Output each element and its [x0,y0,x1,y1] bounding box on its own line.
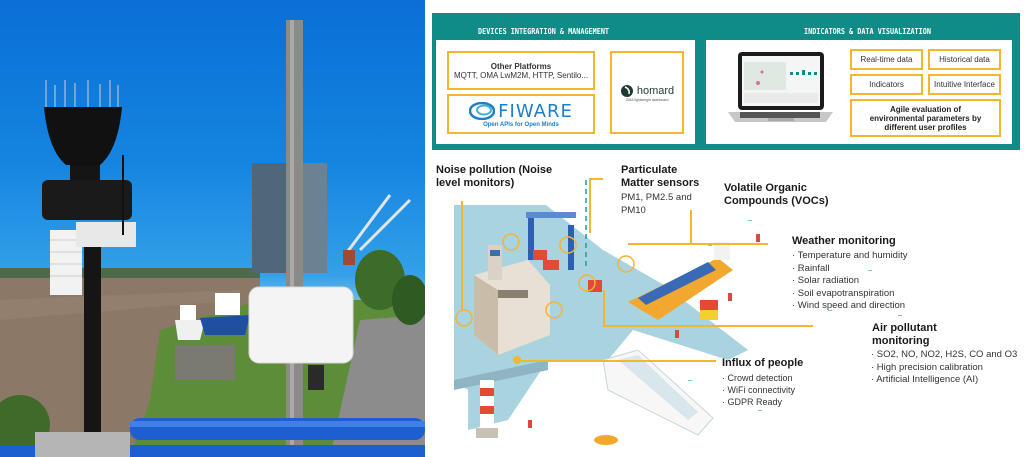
voc-leader-line [690,210,692,243]
people-leader-line [520,360,716,362]
air-leader-v [603,290,605,326]
particulate-leader-h [589,178,603,180]
feature-intuitive-interface: Intuitive Interface [928,74,1001,95]
air-callout-title: Air pollutant monitoring [872,322,937,347]
homard-logo-icon [620,84,633,97]
indicators-section-title: INDICATORS & DATA VISUALIZATION [804,27,931,36]
homard-tagline: OMA lightweight dashboard [625,97,669,102]
fiware-name: FIWARE [498,100,573,122]
weather-callout-items: · Temperature and humidity · Rainfall · … [792,250,908,311]
homard-box: homard OMA lightweight dashboard [610,51,684,134]
air-callout-items: · SO2, NO, NO2, H2S, CO and O3 · High pr… [871,349,1018,385]
devices-panel: Other Platforms MQTT, OMA LwM2M, HTTP, S… [436,40,695,144]
summary-box: Agile evaluation of environmental parame… [850,99,1001,137]
other-platforms-protocols: MQTT, OMA LwM2M, HTTP, Sentilo... [453,70,589,80]
fiware-logo-icon [469,102,496,120]
laptop-dashboard-illustration [728,52,833,122]
weather-leader-line [628,243,768,245]
fiware-tagline: Open APIs for Open Minds [483,121,559,128]
particulate-callout-title: Particulate Matter sensors [621,164,700,189]
photo-scene [0,20,425,457]
feature-historical-data: Historical data [928,49,1001,70]
indicators-panel: Real-time data Historical data Indicator… [706,40,1012,144]
air-leader-line [603,325,813,327]
people-callout-items: · Crowd detection · WiFi connectivity · … [722,373,796,407]
noise-callout-title: Noise pollution (Noise level monitors) [436,164,553,189]
platform-band: DEVICES INTEGRATION & MANAGEMENT Other P… [432,13,1020,150]
noise-leader-line [461,201,463,311]
sensor-installation-photo [0,0,425,457]
homard-name: homard [636,84,675,97]
voc-callout-title: Volatile Organic Compounds (VOCs) [724,182,829,207]
particulate-callout-items: PM1, PM2.5 and PM10 [621,192,692,216]
other-platforms-title: Other Platforms [490,61,552,71]
other-platforms-box: Other Platforms MQTT, OMA LwM2M, HTTP, S… [447,51,595,90]
weather-callout-title: Weather monitoring [792,235,896,247]
platform-infographic: DEVICES INTEGRATION & MANAGEMENT Other P… [428,0,1024,457]
people-callout-title: Influx of people [722,357,804,369]
feature-indicators: Indicators [850,74,923,95]
port-illustration [454,180,902,445]
feature-real-time-data: Real-time data [850,49,923,70]
particulate-leader-v [589,178,591,233]
devices-section-title: DEVICES INTEGRATION & MANAGEMENT [478,27,610,36]
fiware-box: FIWARE Open APIs for Open Minds [447,94,595,134]
